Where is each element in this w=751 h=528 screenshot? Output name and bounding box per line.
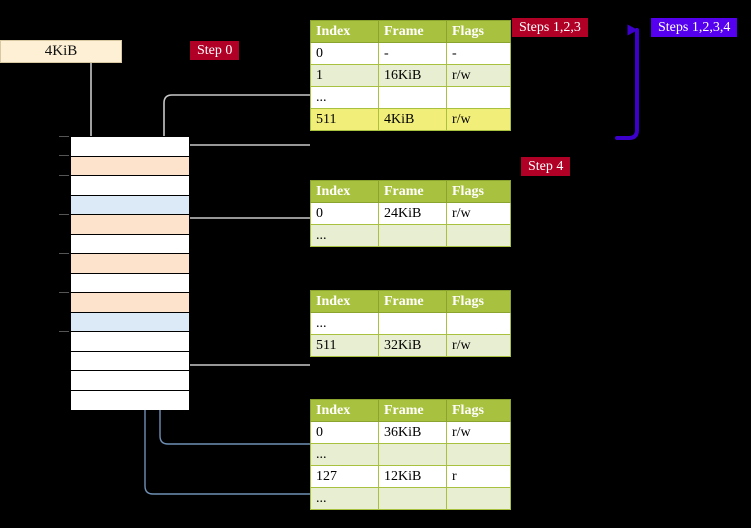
table-cell — [446, 487, 511, 510]
memory-tick — [59, 214, 69, 215]
table-cell: 12KiB — [378, 465, 447, 488]
table-cell: ... — [310, 487, 379, 510]
column-header-frame: Frame — [378, 180, 447, 203]
memory-tick — [59, 175, 69, 176]
table-cell: ... — [310, 443, 379, 466]
badge-step-0: Step 0 — [190, 41, 240, 60]
wire-memory-to-pdpt — [174, 144, 310, 164]
memory-frame-row — [71, 371, 189, 391]
table-cell: 1 — [310, 64, 379, 87]
badge-steps-123: Steps 1,2,3 — [512, 18, 588, 37]
column-header-index: Index — [310, 20, 379, 43]
table-cell: 511 — [310, 108, 379, 131]
memory-frame-row — [71, 390, 189, 410]
table-row: ... — [310, 86, 511, 109]
table-row: 0-- — [310, 42, 511, 65]
memory-frame-row — [71, 215, 189, 235]
table-cell — [446, 224, 511, 247]
table-cell — [446, 312, 511, 335]
table-row: ... — [310, 224, 511, 247]
table-cell — [446, 443, 511, 466]
memory-frame-row — [71, 312, 189, 332]
column-header-flags: Flags — [446, 290, 511, 313]
memory-tick — [59, 292, 69, 293]
column-header-frame: Frame — [378, 290, 447, 313]
column-header-index: Index — [310, 399, 379, 422]
table-cell: 32KiB — [378, 334, 447, 357]
memory-frame-row — [71, 156, 189, 176]
column-header-flags: Flags — [446, 399, 511, 422]
memory-frame-row — [71, 273, 189, 293]
table-cell: r/w — [446, 421, 511, 444]
steps-1234-bracket-arrow — [615, 24, 639, 140]
table-cell: ... — [310, 312, 379, 335]
physical-memory-block — [70, 136, 190, 410]
wire-pdpt-to-memory — [174, 217, 310, 266]
table-row: ... — [310, 443, 511, 466]
table-cell: 511 — [310, 334, 379, 357]
column-header-flags: Flags — [446, 20, 511, 43]
table-cell: r/w — [446, 202, 511, 225]
table-cell: r/w — [446, 334, 511, 357]
table-cell — [446, 86, 511, 109]
table-cell: 127 — [310, 465, 379, 488]
table-cell: 24KiB — [378, 202, 447, 225]
table-cell: 0 — [310, 421, 379, 444]
table-cell: 0 — [310, 202, 379, 225]
table-cell: 16KiB — [378, 64, 447, 87]
table-row: ... — [310, 487, 511, 510]
memory-frame-row — [71, 351, 189, 371]
memory-tick — [59, 253, 69, 254]
table-cell: r/w — [446, 64, 511, 87]
column-header-index: Index — [310, 180, 379, 203]
table-cell: r/w — [446, 108, 511, 131]
table-cell: ... — [310, 224, 379, 247]
column-header-flags: Flags — [446, 180, 511, 203]
memory-frame-row — [71, 176, 189, 196]
memory-frame-row — [71, 137, 189, 157]
column-header-frame: Frame — [378, 20, 447, 43]
table-cell — [378, 487, 447, 510]
memory-frame-row — [71, 195, 189, 215]
memory-frame-row — [71, 254, 189, 274]
wire-pd-to-memory — [168, 306, 310, 366]
column-header-index: Index — [310, 290, 379, 313]
table-cell — [378, 312, 447, 335]
memory-frame-row — [71, 293, 189, 313]
badge-steps-1234: Steps 1,2,3,4 — [651, 18, 738, 37]
table-cell: - — [378, 42, 447, 65]
table-row: ... — [310, 312, 511, 335]
table-cell: - — [446, 42, 511, 65]
table-cell: 0 — [310, 42, 379, 65]
memory-tick — [59, 136, 69, 137]
table-cell — [378, 86, 447, 109]
badge-step-4: Step 4 — [521, 157, 571, 176]
memory-size-label: 4KiB — [0, 40, 122, 63]
memory-tick — [59, 155, 69, 156]
table-cell: 4KiB — [378, 108, 447, 131]
memory-frame-row — [71, 234, 189, 254]
memory-frame-row — [71, 332, 189, 352]
table-cell — [378, 224, 447, 247]
column-header-frame: Frame — [378, 399, 447, 422]
memory-tick — [59, 331, 69, 332]
table-cell: r — [446, 465, 511, 488]
table-cell — [378, 443, 447, 466]
table-cell: 36KiB — [378, 421, 447, 444]
table-cell: ... — [310, 86, 379, 109]
